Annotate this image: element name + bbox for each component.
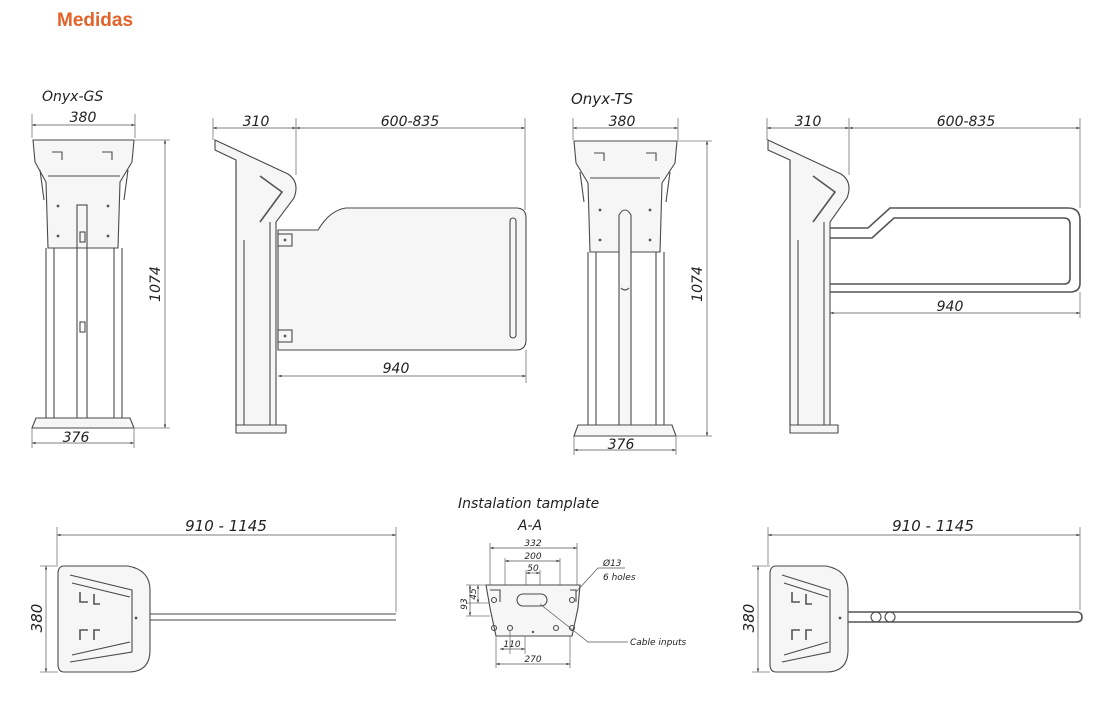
gs-top-view: 910 - 1145 380 (28, 517, 397, 673)
template-section-label: A-A (517, 518, 542, 534)
ts-arm-length-label: 600-835 (937, 114, 996, 130)
ts-top-view: 910 - 1145 380 (740, 517, 1083, 673)
gs-top-width-label: 380 (28, 604, 46, 633)
gs-front-view: Onyx-GS 380 1074 376 (31, 89, 170, 448)
gs-side-view: 310 600-835 940 (212, 114, 527, 434)
gs-front-width-label: 380 (70, 110, 97, 126)
ts-gate-width-label: 940 (937, 299, 964, 315)
ts-model-name: Onyx-TS (571, 90, 634, 108)
template-dim-270: 270 (524, 655, 541, 665)
template-dim-200: 200 (524, 552, 541, 562)
installation-template: Instalation tamplate A-A 332 200 50 93 4… (458, 496, 687, 668)
ts-top-length-label: 910 - 1145 (892, 517, 974, 535)
template-dim-50: 50 (527, 564, 539, 574)
template-cable-inputs: Cable inputs (630, 638, 687, 648)
ts-base-width-label: 376 (608, 437, 635, 453)
gs-side-depth-label: 310 (243, 114, 270, 130)
template-dim-332: 332 (524, 539, 541, 549)
template-dim-93: 93 (460, 598, 470, 610)
template-dim-110: 110 (503, 640, 520, 650)
ts-side-depth-label: 310 (795, 114, 822, 130)
template-hole-count: 6 holes (603, 573, 636, 583)
ts-front-width-label: 380 (609, 114, 636, 130)
gs-model-name: Onyx-GS (42, 89, 103, 105)
gs-gate-width-label: 940 (383, 361, 410, 377)
template-title: Instalation tamplate (458, 496, 599, 512)
gs-arm-length-label: 600-835 (381, 114, 440, 130)
gs-height-label: 1074 (148, 266, 164, 302)
ts-side-view: 310 600-835 940 (766, 114, 1081, 434)
gs-top-length-label: 910 - 1145 (185, 517, 267, 535)
template-hole-diameter: Ø13 (602, 558, 622, 569)
ts-height-label: 1074 (690, 266, 706, 302)
gs-base-width-label: 376 (63, 430, 90, 446)
template-dim-45: 45 (469, 588, 479, 600)
ts-top-width-label: 380 (740, 604, 758, 633)
ts-front-view: Onyx-TS 380 1074 376 (571, 90, 712, 455)
page-title: Medidas (57, 10, 134, 31)
